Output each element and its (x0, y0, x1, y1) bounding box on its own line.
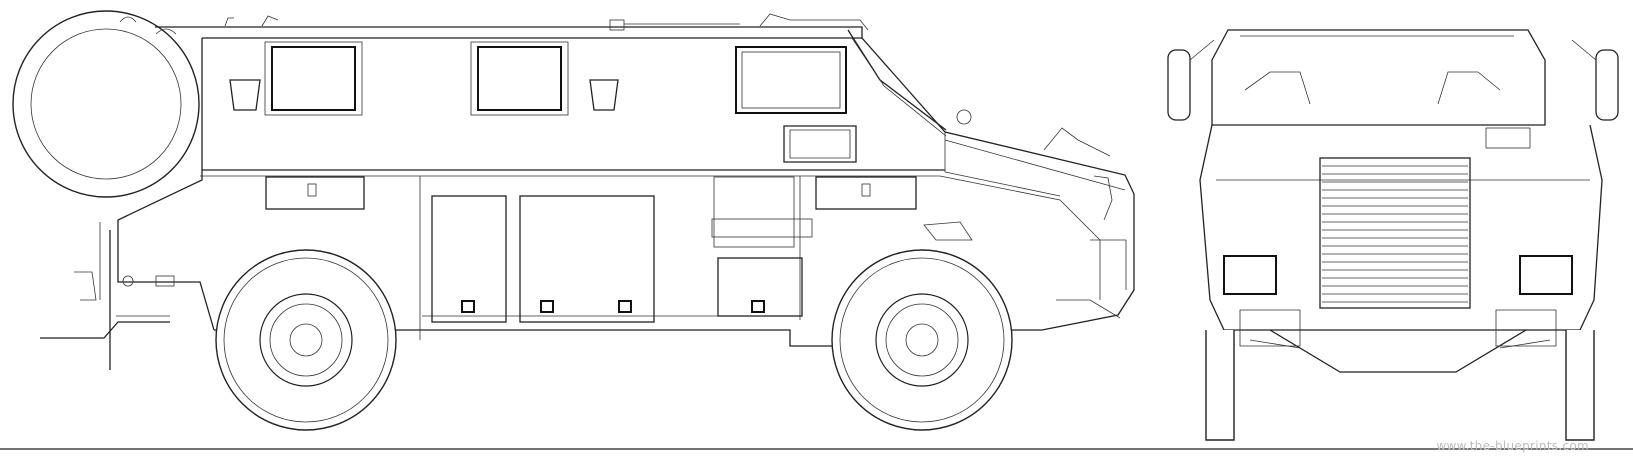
watermark-text: www.the-blueprints.com (1436, 439, 1589, 453)
front-nose (923, 127, 1127, 319)
door-latches (461, 300, 765, 313)
front-skid (1269, 329, 1527, 373)
front-right-wheel (1565, 330, 1595, 441)
front-body (1199, 124, 1603, 331)
hull-upper (155, 13, 1135, 331)
front-wheel (831, 249, 1013, 431)
left-headlight (1223, 255, 1277, 295)
front-grille (1319, 157, 1471, 309)
right-mirror (1595, 49, 1619, 121)
storage-boxes (265, 176, 917, 323)
side-vents (229, 79, 857, 163)
right-headlight (1519, 255, 1573, 295)
front-cab (1211, 29, 1546, 126)
front-view (1167, 29, 1619, 441)
windshield-strut (847, 29, 947, 131)
spare-tire (12, 10, 200, 198)
left-mirror (1167, 49, 1191, 121)
front-left-wheel (1205, 330, 1235, 441)
rear-hitch (40, 222, 175, 370)
side-windows (264, 41, 847, 116)
side-view (12, 10, 1135, 431)
rear-wheel (215, 249, 397, 431)
